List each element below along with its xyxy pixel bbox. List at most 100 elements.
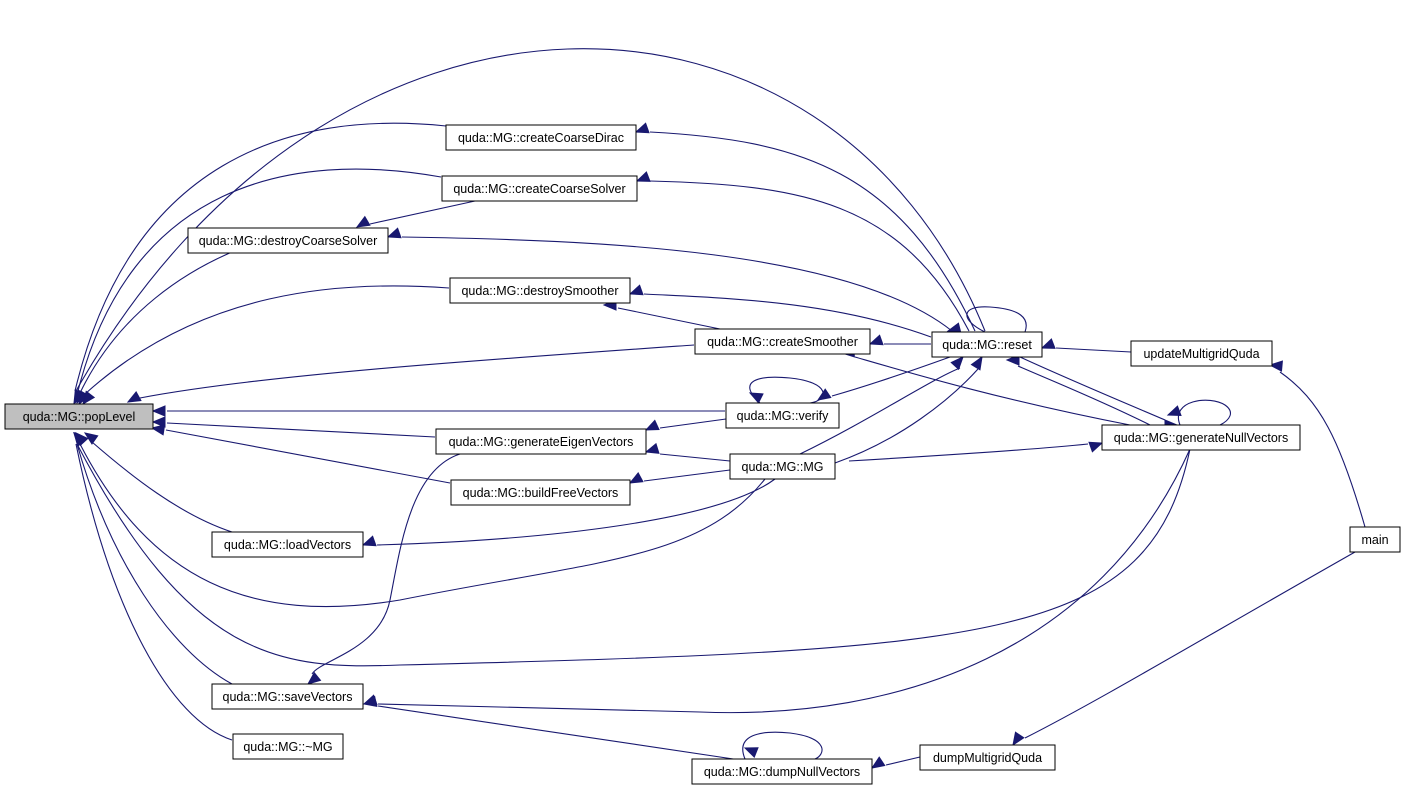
node-box[interactable] (931, 331, 1043, 358)
node-sv[interactable]: quda::MG::saveVectors (211, 683, 364, 710)
node-box[interactable] (729, 453, 836, 480)
edge-rst-to-ccd (634, 122, 976, 332)
arrowhead-icon (634, 122, 650, 134)
edge-line (799, 367, 961, 455)
edge-line (75, 48, 986, 392)
edge-line (617, 307, 721, 330)
edge-mgc-to-gnv (848, 441, 1104, 462)
node-label: quda::MG::reset (942, 338, 1032, 352)
node-box[interactable] (1101, 424, 1301, 451)
node-box[interactable] (450, 479, 631, 506)
edge-line (376, 478, 776, 546)
edge-ccd-to-pop (74, 122, 447, 405)
edge-gnv-to-sv (362, 448, 1191, 714)
edge-mgc-to-pop (75, 432, 766, 608)
edge-dtor-to-pop (73, 431, 233, 741)
node-label: quda::MG::popLevel (23, 410, 136, 424)
node-dsm[interactable]: quda::MG::destroySmoother (449, 277, 631, 304)
edge-line (166, 422, 436, 438)
arrowhead-icon (1166, 405, 1182, 416)
edge-dnv-to-dnv (742, 731, 823, 760)
node-box[interactable] (449, 277, 631, 304)
node-gnv[interactable]: quda::MG::generateNullVectors (1101, 424, 1301, 451)
node-dcs[interactable]: quda::MG::destroyCoarseSolver (187, 227, 389, 254)
arrowhead-icon (748, 392, 764, 404)
node-box[interactable] (1349, 526, 1401, 553)
node-label: quda::MG::~MG (243, 740, 332, 754)
edge-dcs-to-pop (78, 251, 233, 406)
node-csm[interactable]: quda::MG::createSmoother (694, 328, 871, 355)
node-dmq[interactable]: dumpMultigridQuda (919, 744, 1056, 771)
edge-line (84, 285, 450, 395)
edge-lv-to-pop (83, 432, 233, 533)
edge-csm-to-dsm (602, 299, 721, 330)
edge-line (401, 236, 953, 332)
node-dtor[interactable]: quda::MG::~MG (232, 733, 344, 760)
node-box[interactable] (1130, 340, 1273, 367)
node-label: dumpMultigridQuda (933, 751, 1042, 765)
edge-line (659, 453, 731, 462)
arrowhead-icon (151, 416, 166, 428)
arrowhead-icon (386, 227, 402, 239)
edge-line (1019, 356, 1166, 421)
node-box[interactable] (441, 175, 638, 202)
node-box[interactable] (4, 403, 154, 430)
node-label: quda::MG::verify (737, 409, 829, 423)
node-lv[interactable]: quda::MG::loadVectors (211, 531, 364, 558)
node-box[interactable] (694, 328, 871, 355)
node-pop[interactable]: quda::MG::popLevel (4, 403, 154, 430)
node-label: main (1361, 533, 1388, 547)
edge-ver-to-ver (748, 376, 824, 404)
node-box[interactable] (187, 227, 389, 254)
node-box[interactable] (691, 758, 873, 785)
node-main[interactable]: main (1349, 526, 1401, 553)
edge-ccs-to-dcs (355, 200, 476, 228)
node-box[interactable] (211, 683, 364, 710)
node-label: quda::MG::destroyCoarseSolver (199, 234, 378, 248)
arrowhead-icon (635, 171, 651, 182)
edge-line (649, 131, 976, 332)
node-ccs[interactable]: quda::MG::createCoarseSolver (441, 175, 638, 202)
node-rst[interactable]: quda::MG::reset (931, 331, 1043, 358)
arrowhead-icon (628, 472, 644, 484)
arrowhead-icon (82, 390, 96, 406)
node-box[interactable] (919, 744, 1056, 771)
edge-line (1279, 371, 1366, 528)
arrowhead-icon (970, 355, 983, 371)
edge-line (165, 429, 451, 484)
edge-rst-to-ccs (635, 171, 970, 332)
arrowhead-icon (73, 431, 87, 447)
edge-bfv-to-pop (150, 424, 451, 484)
arrowhead-icon (868, 334, 884, 346)
node-ver[interactable]: quda::MG::verify (725, 402, 840, 429)
arrowhead-icon (628, 284, 644, 296)
node-box[interactable] (445, 124, 637, 151)
edge-csm-to-pop (126, 344, 695, 403)
edge-line (885, 756, 921, 766)
node-ccd[interactable]: quda::MG::createCoarseDirac (445, 124, 637, 151)
call-nodes: quda::MG::popLevel quda::MG::createCoarse… (4, 124, 1401, 785)
node-umq[interactable]: updateMultigridQuda (1130, 340, 1273, 367)
node-mgc[interactable]: quda::MG::MG (729, 453, 836, 480)
edge-line (75, 443, 233, 741)
edge-mgc-to-lv (361, 478, 776, 547)
arrowhead-icon (355, 215, 371, 228)
arrowhead-icon (150, 424, 166, 436)
node-bfv[interactable]: quda::MG::buildFreeVectors (450, 479, 631, 506)
arrowhead-icon (816, 388, 832, 401)
node-box[interactable] (232, 733, 344, 760)
node-box[interactable] (725, 402, 840, 429)
node-label: updateMultigridQuda (1143, 347, 1259, 361)
node-label: quda::MG::createSmoother (707, 335, 858, 349)
node-gev[interactable]: quda::MG::generateEigenVectors (435, 428, 647, 455)
arrowhead-icon (151, 405, 166, 417)
edge-line (834, 368, 979, 464)
edge-line (643, 469, 731, 482)
edge-rst-to-dcs (386, 227, 953, 332)
node-box[interactable] (211, 531, 364, 558)
node-dnv[interactable]: quda::MG::dumpNullVectors (691, 758, 873, 785)
edge-line (377, 705, 741, 761)
edge-mgc-to-bfv (628, 469, 731, 484)
node-box[interactable] (435, 428, 647, 455)
arrowhead-icon (362, 694, 378, 706)
